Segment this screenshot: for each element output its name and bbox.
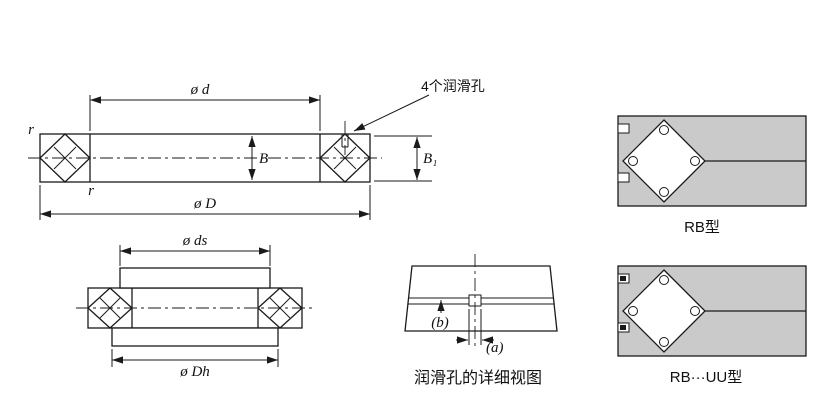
rb-roller-diamond (622, 119, 706, 203)
mounting-dimension-view: ø ds ø Dh (76, 233, 314, 380)
dim-label-outer-diameter: ø D (193, 196, 216, 212)
rb-corner-circle-left (628, 156, 638, 166)
lube-holes-label: 4个润滑孔 (421, 78, 485, 94)
dim-label-width-b: B (259, 151, 268, 167)
dimension-shaft-shoulder: ø ds (119, 233, 271, 266)
detail-view-caption: 润滑孔的详细视图 (414, 369, 542, 387)
lubrication-hole (341, 121, 349, 155)
dimension-width-b: B (248, 136, 268, 180)
rb-uu-type-caption: RB···UU型 (670, 369, 743, 386)
rb-uu-type-section: RB···UU型 (617, 265, 807, 386)
dimension-bore-diameter: ø d (89, 82, 321, 131)
chamfer-label-bottom: r (88, 183, 94, 199)
rb-bore-groove-bottom (617, 172, 630, 183)
rbuu-corner-circle-right (690, 306, 700, 316)
lube-hole-detail-view: (b) (a) 润滑孔的详细视图 (404, 254, 558, 387)
rb-corner-circle-top (659, 125, 669, 135)
rb-corner-circle-bottom (659, 187, 669, 197)
rbuu-seal-top (620, 276, 626, 281)
bearing-cross-section-view: ø d ø D B B₁ r r 4个润滑孔 (28, 78, 485, 220)
dim-label-a: (a) (486, 340, 504, 356)
rb-type-section: RB型 (617, 115, 807, 236)
rbuu-seal-bottom (620, 325, 626, 330)
rbuu-corner-circle-left (628, 306, 638, 316)
dim-label-bore-diameter: ø d (190, 82, 210, 98)
dim-label-housing-shoulder: ø Dh (179, 364, 210, 380)
dimension-housing-shoulder: ø Dh (111, 349, 279, 380)
dimension-width-b1: B₁ (374, 135, 437, 182)
dim-label-b: (b) (431, 315, 449, 331)
housing-shoulder-plate (111, 327, 279, 347)
dimension-b: (b) (431, 300, 449, 331)
dimension-a: (a) (456, 309, 504, 356)
chamfer-label-top: r (28, 122, 34, 138)
rb-type-caption: RB型 (684, 219, 720, 236)
lube-holes-callout: 4个润滑孔 (353, 78, 485, 132)
rbuu-corner-circle-bottom (659, 337, 669, 347)
shaft-shoulder-plate (119, 267, 271, 289)
rbuu-corner-circle-top (659, 275, 669, 285)
dimension-outer-diameter: ø D (39, 185, 371, 220)
rb-bore-groove-top (617, 123, 630, 134)
dim-label-shaft-shoulder: ø ds (182, 233, 208, 249)
leader-line (353, 94, 430, 132)
dim-label-width-b1: B₁ (423, 151, 437, 167)
rbuu-roller-diamond (622, 269, 706, 353)
rb-corner-circle-right (690, 156, 700, 166)
